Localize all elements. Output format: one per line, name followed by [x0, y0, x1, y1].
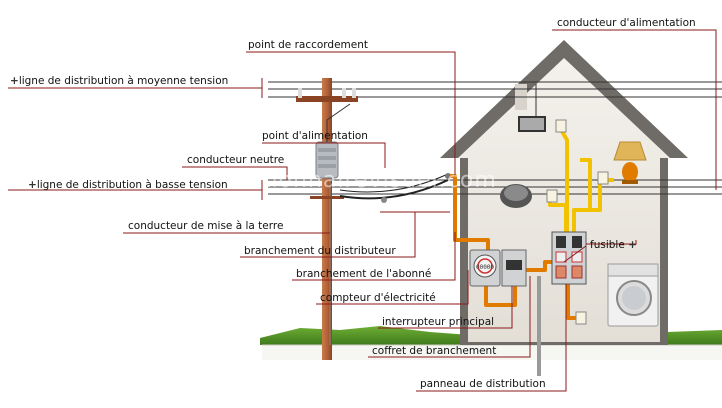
small-appliance — [500, 184, 532, 208]
label-compteur: compteur d'électricité — [320, 292, 436, 304]
label-ligne-basse-text: ligne de distribution à basse tension — [36, 179, 228, 191]
label-point-raccordement: point de raccordement — [248, 39, 369, 51]
label-conducteur-alimentation: conducteur d'alimentation — [557, 17, 696, 29]
service-box — [501, 249, 527, 287]
low-voltage-lines — [268, 179, 722, 195]
label-branchement-abonne: branchement de l'abonné — [296, 268, 432, 280]
grounding-rod — [537, 276, 541, 376]
label-ligne-basse: +ligne de distribution à basse tension — [28, 179, 228, 191]
label-conducteur-neutre: conducteur neutre — [187, 154, 285, 166]
baseboard-heater — [518, 84, 546, 132]
service-drop — [339, 173, 451, 203]
plus-icon[interactable]: + — [10, 75, 19, 87]
outlets — [546, 119, 609, 325]
distribution-panel — [551, 231, 587, 285]
washing-machine — [607, 263, 659, 327]
label-interrupteur: interrupteur principal — [382, 316, 495, 328]
label-coffret: coffret de branchement — [372, 345, 497, 357]
table-lamp — [613, 141, 647, 184]
electricity-meter: 00000 — [469, 249, 501, 287]
meter-reading: 00000 — [476, 264, 494, 271]
label-panneau: panneau de distribution — [420, 378, 546, 390]
medium-voltage-lines — [268, 81, 722, 98]
label-ligne-moyenne: +ligne de distribution à moyenne tension — [10, 75, 228, 87]
leader-lines — [8, 29, 717, 392]
label-mise-terre: conducteur de mise à la terre — [128, 220, 284, 232]
plus-icon[interactable]: + — [628, 239, 637, 251]
plus-icon[interactable]: + — [28, 179, 37, 191]
watermark: ledictionnairevisuel.com — [205, 168, 497, 193]
label-fusible-text: fusible — [590, 239, 625, 251]
label-ligne-moyenne-text: ligne de distribution à moyenne tension — [18, 75, 229, 87]
label-fusible: fusible + — [590, 239, 637, 251]
label-point-alimentation: point d'alimentation — [262, 130, 368, 142]
utility-pole — [296, 78, 358, 360]
label-branchement-distributeur: branchement du distributeur — [244, 245, 396, 257]
